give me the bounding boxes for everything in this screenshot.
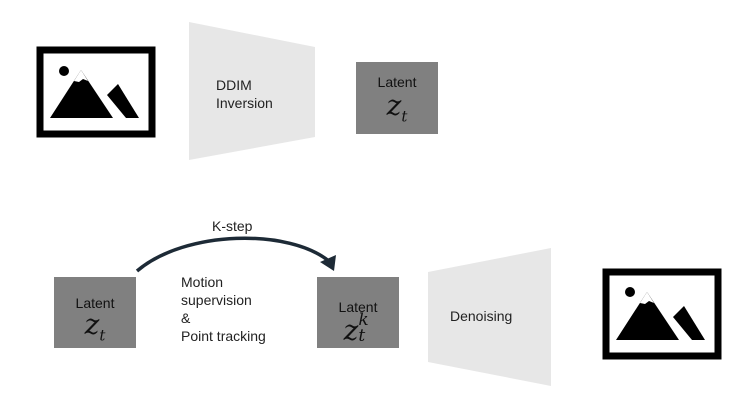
ddim-inversion-line2: Inversion — [216, 95, 273, 111]
latent-right-box: Latent z k t — [317, 277, 399, 348]
latent-left-symbol: zt — [85, 311, 106, 344]
denoising-label: Denoising — [450, 308, 513, 324]
latent-top-box: Latent zt — [356, 62, 438, 134]
latent-right-symbol: z k t — [343, 312, 373, 347]
latent-top-subscript: t — [401, 107, 408, 126]
ddim-inversion-label: DDIM Inversion — [216, 76, 273, 112]
process-label: Motion supervision & Point tracking — [181, 273, 266, 345]
latent-right-z: z — [343, 314, 359, 347]
latent-left-label: Latent — [75, 295, 115, 311]
latent-right-subscript: t — [358, 326, 366, 346]
ddim-inversion-line1: DDIM — [216, 77, 252, 93]
latent-top-symbol: zt — [387, 92, 408, 125]
latent-left-box: Latent zt — [54, 277, 136, 348]
process-line2: supervision — [181, 292, 252, 308]
process-line1: Motion — [181, 274, 224, 290]
latent-right-label: Latent — [338, 299, 378, 315]
latent-left-z: z — [84, 308, 100, 341]
latent-top-z: z — [386, 89, 402, 122]
latent-top-label: Latent — [377, 74, 417, 90]
input-image-icon — [36, 46, 156, 138]
process-line3: & — [181, 310, 191, 326]
latent-right-superscript: k — [358, 310, 369, 330]
k-step-label: K-step — [212, 218, 253, 234]
process-line4: Point tracking — [181, 328, 266, 344]
latent-left-subscript: t — [99, 326, 106, 345]
